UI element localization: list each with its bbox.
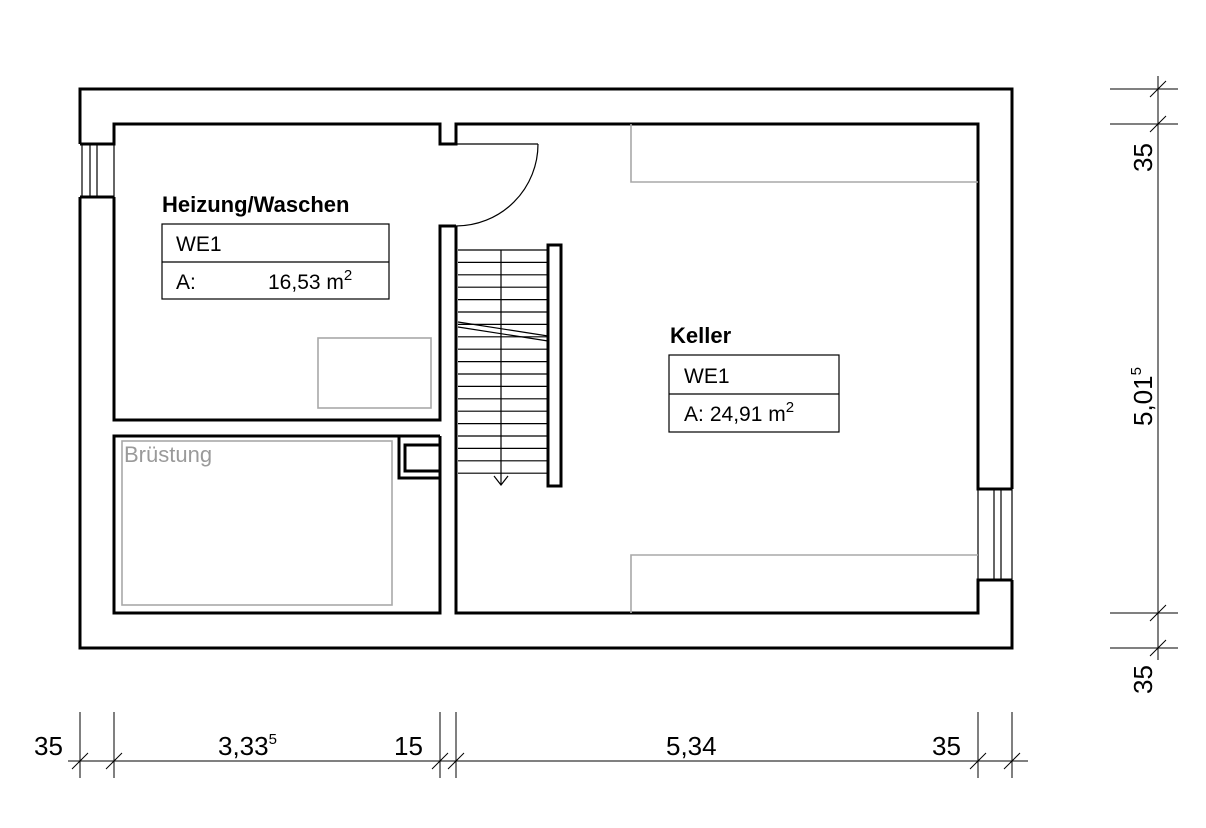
stair-cut-line	[457, 326, 549, 342]
shaft	[403, 443, 442, 473]
shelf-top	[630, 124, 978, 183]
dimension-chain-horizontal	[68, 712, 1028, 778]
dim-v-2: 5,015	[1128, 367, 1158, 426]
dim-v-3: 35	[1128, 665, 1158, 694]
room-area-keller: A:24,91 m2	[684, 399, 794, 426]
dim-h-5: 35	[932, 731, 961, 761]
dim-h-3: 15	[394, 731, 423, 761]
dim-h-2: 3,335	[218, 731, 277, 761]
room-area-label-heizung: A:	[176, 271, 196, 294]
stair-arrow-icon	[493, 475, 509, 486]
inner-wall-left-room	[80, 122, 1012, 491]
appliance	[317, 337, 432, 409]
outer-wall	[78, 87, 1014, 650]
room-name-keller: Keller	[670, 323, 732, 348]
window-left	[81, 143, 115, 198]
dim-h-4: 5,34	[666, 731, 717, 761]
partition-wall	[80, 195, 456, 422]
door	[455, 143, 539, 227]
dimension-chain-vertical	[1110, 76, 1178, 660]
room-name-heizung: Heizung/Waschen	[162, 192, 349, 217]
room-area-heizung: 16,53 m2	[268, 267, 352, 294]
stair-cut-line	[457, 321, 549, 337]
room-unit-keller: WE1	[684, 365, 730, 388]
window-right	[977, 488, 1013, 581]
room-unit-heizung: WE1	[176, 233, 222, 256]
bruestung-area	[121, 440, 393, 606]
staircase	[457, 243, 563, 488]
dim-h-1: 35	[34, 731, 63, 761]
bruestung-label: Brüstung	[124, 442, 212, 467]
shelf-bottom	[630, 554, 978, 613]
dim-v-1: 35	[1128, 143, 1158, 172]
